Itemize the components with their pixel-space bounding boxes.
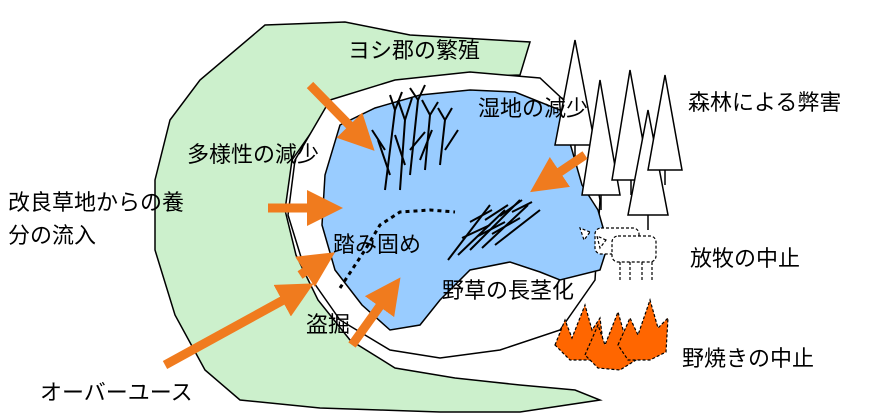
label-grazing-stop: 放牧の中止 [690,247,800,272]
arrow-overuse [162,283,314,369]
label-wetland-decrease: 湿地の減少 [478,97,588,122]
wetland-area [321,89,609,331]
cattle-icon [579,226,657,282]
arrow-forest [530,151,588,193]
arrow-reed-spread [306,81,375,151]
arrows [162,81,588,369]
arrow-trampling [295,252,336,287]
fire-icon [554,297,669,371]
arrow-digging [348,277,401,348]
reed-icon [371,84,459,191]
label-diversity-decrease: 多様性の減少 [187,143,319,168]
label-nutrient-inflow-1: 改良草地からの養 [8,191,184,216]
label-nutrient-inflow-2: 分の流入 [8,224,96,249]
label-grass-lengthening: 野草の長茎化 [442,279,574,304]
label-burning-stop: 野焼きの中止 [682,347,814,372]
label-reed-spread: ヨシ郡の繁殖 [348,39,480,64]
grass-icon [447,199,541,261]
label-trampling: 踏み固め [333,233,421,258]
label-forest-damage: 森林による弊害 [688,91,841,116]
conifer-tree-icon [554,39,683,230]
label-overuse: オーバーユース [40,381,193,406]
label-digging: 盗掘 [306,313,350,338]
